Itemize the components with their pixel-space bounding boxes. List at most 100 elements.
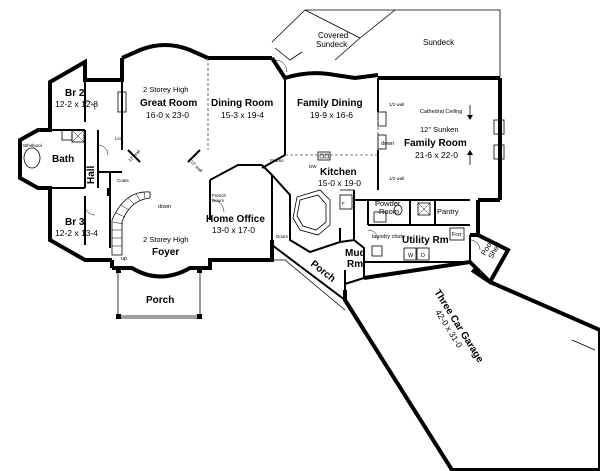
whirlpool-label: Whirlpool: [23, 143, 42, 148]
curved-staircase: [111, 191, 151, 256]
foyer-name: Foyer: [152, 247, 179, 258]
family-room-shelves: [493, 144, 505, 160]
porch-column: [197, 268, 202, 273]
great-room-bay-wall: [121, 43, 209, 60]
family-dining-bay-wall: [270, 56, 379, 81]
washer-label: W: [408, 253, 414, 259]
family-dining-name: Family Dining: [297, 98, 363, 109]
foyer-down-label: down: [158, 204, 171, 210]
deck-divider: [359, 9, 396, 39]
powder-toilet: [393, 204, 403, 216]
porch-column: [116, 268, 121, 273]
kitchen-sink: [317, 151, 331, 161]
br2-dims: 12-2 x 12-8: [55, 99, 98, 109]
doors-label: Doors: [276, 234, 289, 239]
porch-column: [197, 314, 202, 319]
br3-name: Br 3: [65, 217, 85, 228]
freezer-label: Frzr: [452, 232, 462, 238]
foyer-note: 2 Storey High: [143, 235, 188, 244]
door-swing: [469, 239, 481, 251]
family-room-dims: 21-6 x 22-0: [415, 150, 458, 160]
home-office-name: Home Office: [206, 214, 265, 225]
dryer-label: D: [421, 253, 425, 259]
kitchen-west-angle: [261, 154, 286, 169]
kitchen-island: [292, 189, 331, 236]
great-room-dims: 16-0 x 23-0: [146, 110, 189, 120]
west-wing-wall: [18, 58, 124, 262]
deck-outline: [271, 9, 501, 78]
great-room-note: 2 Storey High: [143, 85, 188, 94]
side-porch-outline: [272, 259, 346, 311]
kitchen-dims: 15-0 x 19-0: [318, 178, 361, 188]
hall-name: Hall: [86, 165, 97, 184]
home-office-dims: 13-0 x 17-0: [212, 225, 255, 235]
dining-room-dims: 15-3 x 19-4: [221, 110, 264, 120]
sunken-label: 12" Sunken: [420, 125, 459, 134]
kitchen-island-inner: [296, 194, 327, 231]
br3-dims: 12-2 x 13-4: [55, 228, 98, 238]
dining-east-wall: [271, 57, 286, 79]
bath-toilet: [61, 129, 73, 141]
garage-wall: [343, 280, 600, 471]
laundry-chute-label: laundry chute: [372, 234, 405, 240]
dryer: [416, 247, 430, 261]
door-swing: [97, 144, 109, 156]
washer: [403, 247, 417, 261]
garage-door-mark: [571, 339, 596, 351]
foyer-south-wall: [112, 240, 274, 279]
door-swing: [84, 99, 96, 111]
door-swing: [84, 204, 96, 216]
side-porch-name: Porch: [308, 259, 337, 285]
angled-wall-left: [127, 149, 141, 163]
pantry-shelf: [417, 202, 431, 216]
wall-height-label: 12' wall: [189, 159, 203, 173]
powder-vanity: [373, 211, 387, 223]
half-wall-label: 1/2 wall: [389, 176, 404, 181]
family-room-name: Family Room: [404, 138, 467, 149]
porch-column: [116, 314, 121, 319]
utility-room-name: Utility Rm: [402, 235, 449, 246]
family-room-builtin-2: [377, 134, 387, 150]
pantry-name: Pantry: [437, 207, 459, 216]
freezer: [449, 227, 465, 241]
deck-stairs: [274, 47, 303, 61]
great-room-fireplace: [117, 91, 127, 113]
angled-wall-right: [187, 149, 201, 163]
kitchen-south-counter: [271, 174, 341, 254]
great-room-name: Great Room: [140, 98, 197, 109]
foyer-up-label: up: [121, 256, 127, 262]
family-room-fireplace: [493, 119, 505, 135]
bath-name: Bath: [52, 154, 74, 165]
stacks-label: Stacks: [270, 158, 284, 163]
fridge: [339, 194, 353, 210]
family-dining-dims: 19-9 x 16-6: [310, 110, 353, 120]
coats-label: Coats: [117, 178, 130, 183]
family-room-builtin: [377, 111, 387, 127]
down-label: down: [381, 141, 394, 147]
office-north-wall: [209, 164, 262, 181]
br2-name: Br 2: [65, 88, 85, 99]
front-porch-name: Porch: [146, 295, 174, 306]
door-swing: [367, 229, 379, 241]
dishwasher-label: DW: [309, 164, 317, 169]
half-wall-label: 1/2 wall: [389, 102, 404, 107]
garage-north-wall: [363, 259, 492, 284]
door-swing: [211, 199, 225, 213]
staircase-treads: [112, 191, 146, 247]
shower: [71, 129, 85, 143]
door-swing: [274, 59, 288, 73]
fridge-label: F: [342, 201, 345, 206]
laundry-sink: [371, 245, 383, 257]
garage-name: Three Car Garage: [431, 288, 485, 365]
cathedral-ceiling-label: Cathedral Ceiling: [420, 109, 462, 115]
front-porch-outline: [117, 268, 201, 319]
kitchen-name: Kitchen: [320, 167, 357, 178]
dining-room-name: Dining Room: [211, 98, 273, 109]
lin-label: Lin: [115, 136, 122, 141]
